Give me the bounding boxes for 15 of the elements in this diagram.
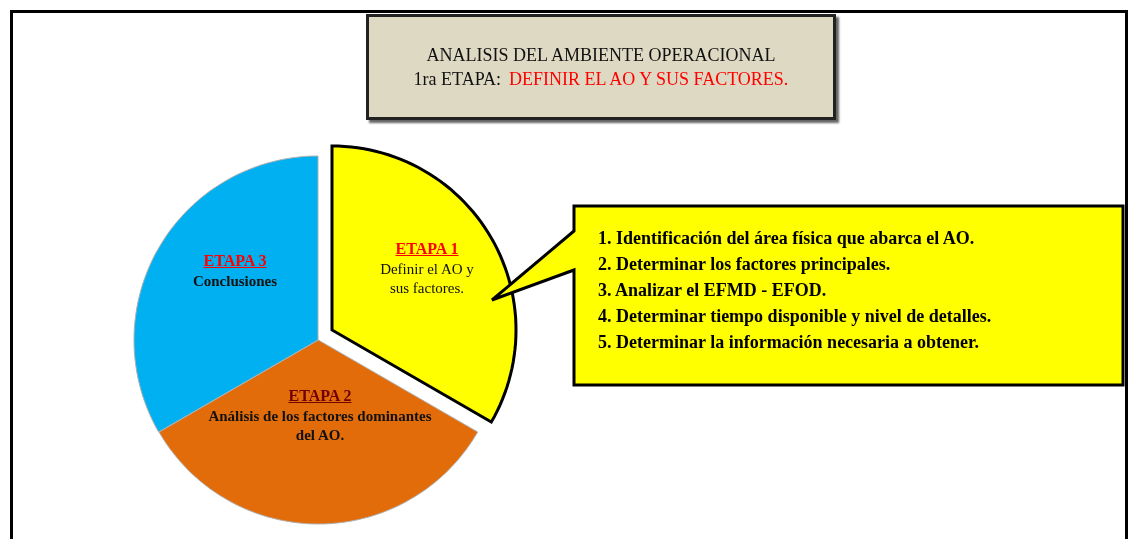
box-heading: ANALISIS DEL AMBIENTE OPERACIONAL <box>426 45 776 65</box>
list-item: 3. Analizar el EFMD - EFOD. <box>598 280 827 301</box>
stage-description: Conclusiones <box>191 272 279 291</box>
stage-description: Definir el AO y sus factores. <box>379 260 475 298</box>
list-item: 5. Determinar la información necesaria a obtener. <box>598 332 979 353</box>
stage-heading: ETAPA 2 <box>287 387 353 405</box>
stage-label: 1ra ETAPA: <box>413 69 501 89</box>
list-item: 2. Determinar los factores principales. <box>598 254 891 275</box>
title-box <box>366 14 836 120</box>
stage-description: Análisis de los factores dominantes del AO. <box>207 407 433 445</box>
list-item: 1. Identificación del área física que abarca el AO. <box>598 228 975 249</box>
list-item: 4. Determinar tiempo disponible y nivel de detalles. <box>598 306 992 327</box>
stage-heading: ETAPA 3 <box>202 252 268 270</box>
stage-heading: ETAPA 1 <box>394 240 460 258</box>
stage-heading: DEFINIR EL AO Y SUS FACTORES. <box>509 69 789 89</box>
